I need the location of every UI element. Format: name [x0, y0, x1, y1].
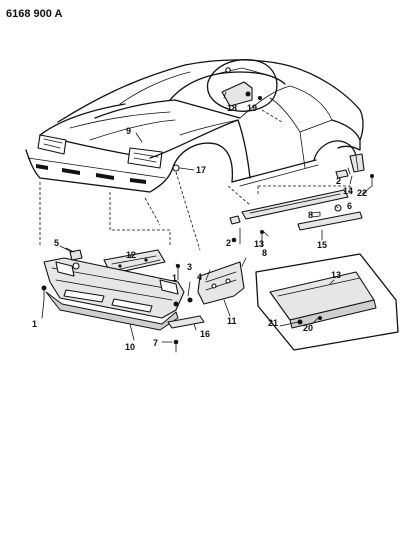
callout-11: 11 — [227, 316, 237, 326]
callout-3: 3 — [187, 262, 192, 272]
callout-13-inset: 13 — [331, 270, 341, 280]
dashed-leaders — [39, 171, 251, 251]
callout-1-mid: 1 — [172, 273, 177, 283]
callout-5: 5 — [54, 238, 59, 248]
callout-13-upper: 13 — [254, 239, 264, 249]
callout-21: 21 — [268, 318, 278, 328]
callout-17: 17 — [196, 165, 206, 175]
callout-numbers: 9 17 18 19 2 14 22 6 8 2 13 8 15 5 12 3 … — [32, 103, 367, 352]
callout-14: 14 — [343, 186, 353, 196]
callout-22: 22 — [357, 188, 367, 198]
detail-inset-right — [255, 253, 399, 351]
callout-2-right: 2 — [336, 176, 341, 186]
quarter-trim-parts — [335, 153, 374, 187]
callout-1-left: 1 — [32, 319, 37, 329]
callout-7: 7 — [153, 338, 158, 348]
callout-9: 9 — [126, 126, 131, 136]
document-number: 6168 900 A — [6, 8, 63, 20]
callout-10: 10 — [125, 342, 135, 352]
callout-12: 12 — [126, 250, 136, 260]
callout-8-left: 8 — [262, 248, 267, 258]
callout-8-right: 8 — [308, 210, 313, 220]
detail-inset-top — [206, 59, 283, 123]
callout-15: 15 — [317, 240, 327, 250]
support-bracket — [197, 257, 247, 305]
callout-4: 4 — [197, 272, 202, 282]
car-body — [25, 59, 364, 193]
callout-19: 19 — [247, 103, 257, 113]
callout-2-left: 2 — [226, 238, 231, 248]
lower-strip — [167, 315, 205, 353]
callout-6: 6 — [347, 201, 352, 211]
callout-16: 16 — [200, 329, 210, 339]
callout-20: 20 — [303, 323, 313, 333]
rocker-molding-group — [229, 185, 363, 245]
callout-18: 18 — [227, 103, 237, 113]
callout-leaders — [41, 91, 373, 343]
front-fascia-assembly — [41, 247, 193, 331]
